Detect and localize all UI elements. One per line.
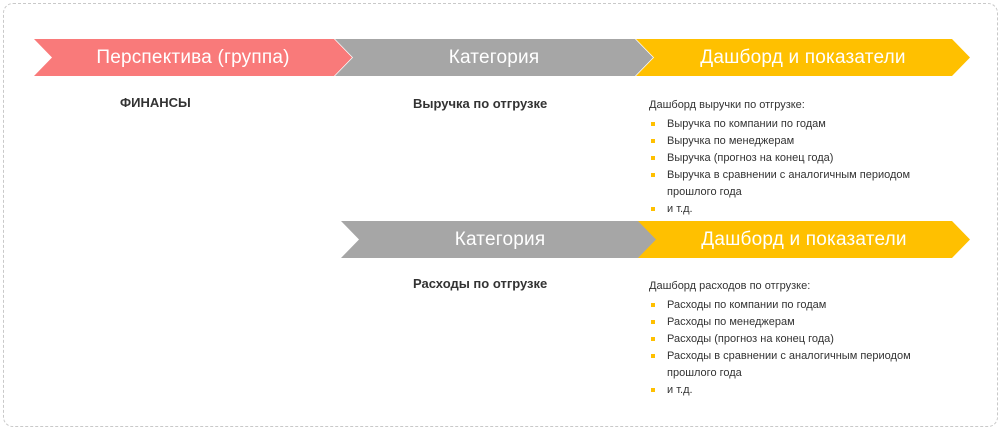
category-title-1: Категория xyxy=(448,46,540,68)
perspective-chevron: Перспектива (группа) xyxy=(34,39,352,76)
list-item: Расходы по компании по годам xyxy=(649,297,949,314)
category-label-1: Выручка по отгрузке xyxy=(413,96,548,111)
list-item: Расходы (прогноз на конец года) xyxy=(649,331,949,348)
category-chevron-1: Категория xyxy=(335,39,653,76)
dashboard-title-2: Дашборд и показатели xyxy=(701,228,907,250)
category-title-2: Категория xyxy=(454,228,546,250)
list-item: и т.д. xyxy=(649,382,949,399)
dashboard-chevron-2: Дашборд и показатели xyxy=(638,221,970,258)
list-item: Выручка по менеджерам xyxy=(649,133,949,150)
dashboard-chevron-1: Дашборд и показатели xyxy=(636,39,970,76)
dashboard-list-2: Расходы по компании по годам Расходы по … xyxy=(649,297,949,399)
list-item: Расходы в сравнении с аналогичным период… xyxy=(649,348,949,382)
dashboard-intro-1: Дашборд выручки по отгрузке: xyxy=(649,99,805,111)
list-item: и т.д. xyxy=(649,201,949,218)
category-label-2: Расходы по отгрузке xyxy=(413,276,548,291)
list-item: Расходы по менеджерам xyxy=(649,314,949,331)
category-chevron-2: Категория xyxy=(341,221,659,258)
dashboard-description-1: Дашборд выручки по отгрузке: Выручка по … xyxy=(649,97,949,218)
list-item: Выручка по компании по годам xyxy=(649,116,949,133)
perspective-title: Перспектива (группа) xyxy=(96,46,290,68)
list-item: Выручка (прогноз на конец года) xyxy=(649,150,949,167)
dashboard-description-2: Дашборд расходов по отгрузке: Расходы по… xyxy=(649,278,949,399)
diagram-frame xyxy=(3,3,998,427)
group-label: ФИНАНСЫ xyxy=(120,95,191,110)
dashboard-list-1: Выручка по компании по годам Выручка по … xyxy=(649,116,949,218)
dashboard-intro-2: Дашборд расходов по отгрузке: xyxy=(649,280,811,292)
list-item: Выручка в сравнении с аналогичным период… xyxy=(649,167,949,201)
dashboard-title-1: Дашборд и показатели xyxy=(700,46,906,68)
